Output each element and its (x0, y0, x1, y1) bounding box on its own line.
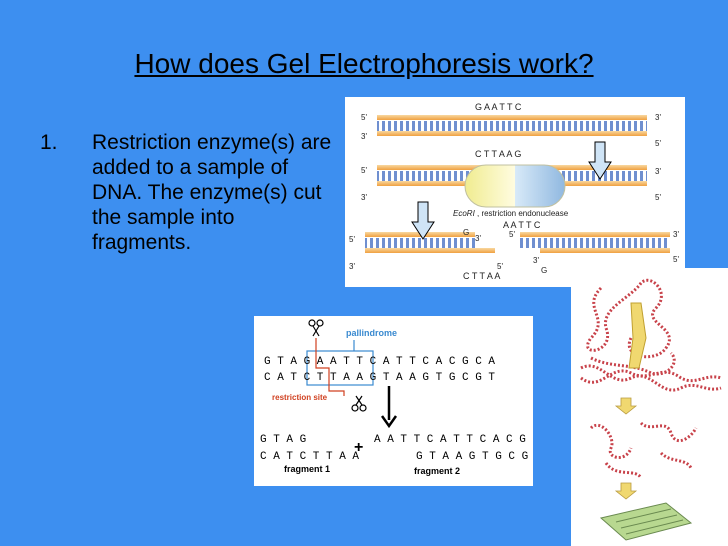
prime-3-r3-mid: 3' (475, 234, 481, 243)
cut-right-top-sequence: A A T T C (503, 220, 541, 230)
prime-3-r3-right: 3' (673, 230, 679, 239)
prime-3-r3-mid2: 3' (533, 256, 539, 265)
cut-arrow-right (588, 141, 612, 180)
prime-3-r1-left: 3' (361, 132, 367, 141)
down-arrow-2 (614, 482, 638, 500)
mid-sequence-label: C T T A A G (475, 149, 521, 159)
gel-slab-image (599, 502, 693, 541)
restriction-site-label: restriction site (272, 393, 328, 402)
prime-3-r2-right: 3' (655, 167, 661, 176)
ecori-dna-svg: G A A T T C C T T A A G EcoRI , restrict… (349, 102, 679, 281)
dna-fragments-image (589, 421, 698, 479)
cut-left-g: G (463, 228, 469, 237)
prime-5-r2-left: 5' (361, 166, 367, 175)
dna-cutting-illustration (571, 268, 728, 546)
dna-strand-row-1 (377, 115, 647, 136)
top-sequence-label: G A A T T C (475, 102, 522, 112)
sequence-bottom: C A T C T T A A G T A A G T G C G T (264, 372, 495, 384)
restriction-site-svg: pallindrome G T A G A A T T C A T T C A … (260, 319, 533, 476)
dna-cutting-svg (580, 279, 722, 541)
enzyme-figure (628, 302, 647, 369)
palindrome-label: pallindrome (346, 328, 397, 338)
prime-5-r2-right: 5' (655, 193, 661, 202)
down-arrow-1 (614, 397, 638, 415)
dna-strand-row-3 (365, 232, 670, 253)
fragment2-top: A A T T C A T T C A C G C A (374, 434, 533, 446)
prime-5-r3-mid2: 5' (509, 230, 515, 239)
restriction-site-diagram: pallindrome G T A G A A T T C A T T C A … (254, 316, 533, 486)
plus-sign: + (354, 439, 363, 456)
ecori-dna-diagram: G A A T T C C T T A A G EcoRI , restrict… (345, 97, 685, 287)
tangled-dna-image (586, 279, 676, 376)
sequence-top: G T A G A A T T C A T T C A C G C A (264, 356, 495, 368)
scissors-icon (308, 319, 324, 337)
fragment2-bottom: G T A A G T G C G T (416, 451, 533, 463)
fragment1-top: G T A G (260, 434, 306, 446)
slide-title: How does Gel Electrophoresis work? (134, 48, 594, 79)
cut-right-g: G (541, 266, 547, 275)
cut-left-bottom-sequence: C T T A A (463, 271, 500, 281)
scissors-icon-lower (351, 395, 367, 412)
palindrome-box (306, 350, 374, 386)
prime-3-r1-right: 3' (655, 113, 661, 122)
fragment1-bottom: C A T C T T A A (260, 451, 359, 463)
cut-line-red (315, 338, 330, 384)
prime-5-r3-right: 5' (673, 255, 679, 264)
cut-arrow-left (411, 201, 435, 240)
prime-3-r2-left: 3' (361, 193, 367, 202)
prime-5-r1-right: 5' (655, 139, 661, 148)
prime-5-r3-mid: 5' (497, 262, 503, 271)
ecori-enzyme-shape (464, 164, 566, 208)
down-arrow-icon (380, 386, 398, 429)
prime-5-r1-left: 5' (361, 113, 367, 122)
dna-helix-image (580, 364, 722, 392)
fragment1-label: fragment 1 (284, 464, 330, 474)
prime-3-r3-left: 3' (349, 262, 355, 271)
enzyme-description: , restriction endonuclease (477, 209, 569, 218)
bullet-number: 1. (40, 131, 58, 154)
enzyme-name: EcoRI (453, 209, 476, 218)
fragment2-label: fragment 2 (414, 466, 460, 476)
cut-line-red-2 (328, 384, 345, 396)
bullet-text: Restriction enzyme(s) are added to a sam… (92, 131, 332, 254)
prime-5-r3-left: 5' (349, 235, 355, 244)
